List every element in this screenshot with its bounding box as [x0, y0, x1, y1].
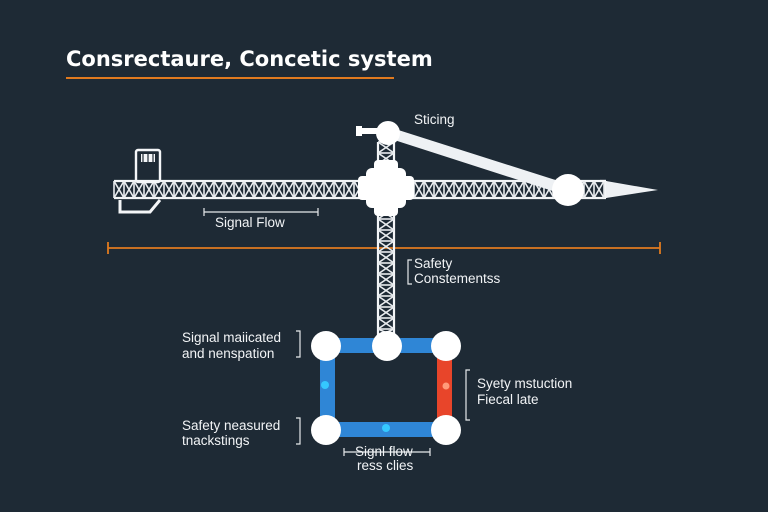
label-signal-maintained-1: Signal maiicated: [182, 330, 281, 345]
safety-constraints-bracket: [407, 259, 412, 285]
indicator-right: [442, 382, 450, 390]
crane-cab-icon: [118, 148, 162, 214]
pivot-node-icon: [356, 121, 584, 206]
label-signal-flow-top: Signal Flow: [215, 215, 285, 230]
label-signal-flow-bottom-1: Signl flow: [355, 444, 413, 459]
signal-flow-top-bracket: [203, 208, 319, 216]
label-safety-constraints-1: Safety: [414, 256, 453, 271]
node-bottom-right: [431, 415, 461, 445]
label-signal-maintained-2: and nenspation: [182, 346, 274, 361]
label-safety-constraints-2: Constementss: [414, 271, 501, 286]
label-safety-measured-1: Safety neasured: [182, 418, 280, 433]
node-top-left: [311, 331, 341, 361]
label-signal-flow-bottom-2: ress clies: [357, 458, 414, 473]
signal-loop: [311, 331, 461, 445]
label-safety-instruction-1: Syety mstuction: [477, 376, 572, 391]
signal-maintained-bracket: [296, 330, 301, 358]
diagram-title: Consrectaure, Concetic system: [66, 47, 433, 71]
arrow-tip-icon: [606, 181, 658, 198]
safety-measured-bracket: [296, 417, 301, 445]
mast-hub: [358, 160, 414, 216]
trolley-node: [552, 174, 584, 206]
indicator-bottom: [382, 424, 390, 432]
label-safety-measured-2: tnackstings: [182, 433, 250, 448]
node-top-center: [372, 331, 402, 361]
safety-instruction-bracket: [465, 369, 470, 421]
signal-flow-bottom-bracket: [343, 448, 431, 456]
label-safety-instruction-2: Fiecal late: [477, 392, 539, 407]
label-sticing: Sticing: [414, 112, 455, 127]
node-bottom-left: [311, 415, 341, 445]
indicator-left: [321, 381, 329, 389]
node-top-right: [431, 331, 461, 361]
stay-cable: [388, 128, 568, 194]
